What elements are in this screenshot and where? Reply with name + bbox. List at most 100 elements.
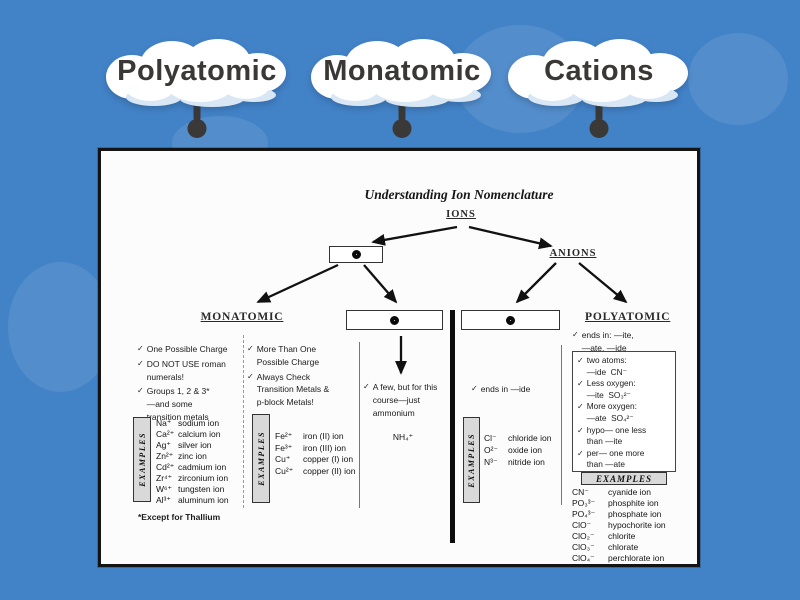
checklist-item: ✓ A few, but for this course—just ammoni… <box>363 382 438 418</box>
ion-name: calcium ion <box>178 429 221 439</box>
draggable-label-cations[interactable]: Cations <box>506 35 692 145</box>
ion-name: copper (I) ion <box>303 454 354 464</box>
checklist-item: ✓ ends in: —ite, —ate, —ide <box>572 330 634 353</box>
polyatomic-rules-box: ✓ two atoms: —ide CN⁻ ✓ Less oxygen: —it… <box>572 351 676 472</box>
example-row: ClO₂⁻ chlorite <box>572 531 676 542</box>
ion-formula: O²⁻ <box>484 445 498 455</box>
example-row: Cu²⁺ copper (II) ion <box>275 466 357 478</box>
checklist-item: ✓ ends in —ide <box>471 384 531 394</box>
ion-name: copper (II) ion <box>303 465 356 476</box>
pin-dot <box>187 119 207 138</box>
label-text: Cations <box>544 54 654 87</box>
checklist-one-charge: ✓ One Possible Charge ✓ DO NOT USE roman… <box>137 343 247 426</box>
ion-name: nitride ion <box>508 457 545 467</box>
check-icon: ✓ <box>577 425 584 435</box>
ion-formula: PO₄³⁻ <box>572 509 596 519</box>
ion-formula: Zr⁴⁺ <box>156 473 173 483</box>
example-row: Na⁺ sodium ion <box>156 418 256 429</box>
example-row: Fe³⁺ iron (III) ion <box>275 443 357 455</box>
pin-stem <box>193 93 201 121</box>
ion-formula: Fe²⁺ <box>275 431 293 441</box>
ion-formula: Cu⁺ <box>275 454 291 464</box>
ion-name: cyanide ion <box>608 487 652 497</box>
example-row: Cd²⁺ cadmium ion <box>156 462 256 473</box>
checklist-ide: ✓ ends in —ide <box>471 383 563 398</box>
ion-name: cadmium ion <box>178 462 227 472</box>
example-row: PO₃³⁻ phosphite ion <box>572 498 676 509</box>
rule-item: ✓ per— one more than —ate <box>577 447 645 470</box>
background-cloud-shape <box>688 33 788 125</box>
examples-list-one-charge: Na⁺ sodium ion Ca²⁺ calcium ion Ag⁺ silv… <box>156 418 256 506</box>
rule-item: ✓ hypo— one less than —ite <box>577 424 647 447</box>
ion-formula: ClO₂⁻ <box>572 531 595 541</box>
examples-label-box: EXAMPLES <box>463 417 480 503</box>
answer-slot-3[interactable] <box>461 310 560 330</box>
checklist-polyatomic: ✓ ends in: —ite, —ate, —ide <box>572 329 672 357</box>
cloud-shape <box>311 39 491 107</box>
draggable-label-polyatomic[interactable]: Polyatomic <box>104 35 290 145</box>
check-icon: ✓ <box>577 448 584 458</box>
check-icon: ✓ <box>247 371 254 381</box>
check-icon: ✓ <box>137 358 144 368</box>
ion-formula: Cu²⁺ <box>275 465 294 476</box>
ion-name: phosphite ion <box>608 498 659 508</box>
ion-formula: Ca²⁺ <box>156 429 175 439</box>
pin-stem <box>398 93 406 121</box>
examples-label-box: EXAMPLES <box>252 414 270 503</box>
check-icon: ✓ <box>577 356 584 365</box>
example-row: Zr⁴⁺ zirconium ion <box>156 473 256 484</box>
example-row: PO₄³⁻ phosphate ion <box>572 509 676 520</box>
ion-formula: Ag⁺ <box>156 440 171 450</box>
examples-label-box: EXAMPLES <box>133 417 151 502</box>
ion-formula: W⁶⁺ <box>156 484 173 494</box>
label-pin <box>392 93 412 138</box>
check-icon: ✓ <box>471 384 478 393</box>
ion-formula: PO₃³⁻ <box>572 498 596 508</box>
checklist-multi-charge: ✓ More Than One Possible Charge ✓ Always… <box>247 343 353 411</box>
node-ions: IONS <box>446 209 476 220</box>
background-cloud-shape <box>8 262 113 392</box>
label-pin <box>589 93 609 138</box>
example-row: Al³⁺ aluminum ion <box>156 495 256 506</box>
draggable-label-monatomic[interactable]: Monatomic <box>309 35 495 145</box>
ion-name: oxide ion <box>508 445 543 455</box>
examples-list-polyatomic: CN⁻ cyanide ion PO₃³⁻ phosphite ion PO₄³… <box>572 487 676 564</box>
checklist-item: ✓ DO NOT USE roman numerals! <box>137 358 226 382</box>
ion-name: iron (III) ion <box>303 442 346 453</box>
footnote: *Except for Thallium <box>138 512 221 522</box>
checklist-item: ✓ Always Check Transition Metals & p-blo… <box>247 371 330 408</box>
ion-name: perchlorate ion <box>608 553 665 563</box>
label-pin <box>187 93 207 138</box>
example-row: Ca²⁺ calcium ion <box>156 429 256 440</box>
ion-name: aluminum ion <box>178 495 229 505</box>
examples-list-ide: Cl⁻ chloride ion O²⁻ oxide ion N³⁻ nitri… <box>484 432 564 468</box>
ion-formula: Zn²⁺ <box>156 451 174 461</box>
node-polyatomic: POLYATOMIC <box>585 311 671 323</box>
example-row: O²⁻ oxide ion <box>484 444 564 456</box>
ion-formula: CN⁻ <box>572 487 589 497</box>
divider-dashed <box>243 335 244 508</box>
example-row: N³⁻ nitride ion <box>484 456 564 468</box>
pin-stem <box>595 93 603 121</box>
checklist-ammonium: ✓ A few, but for this course—just ammoni… <box>363 381 455 421</box>
example-row: Cu⁺ copper (I) ion <box>275 454 357 466</box>
pin-dot <box>589 119 609 138</box>
ion-name: tungsten ion <box>178 484 225 494</box>
ion-formula: ClO₄⁻ <box>572 553 595 563</box>
ion-name: chlorate <box>608 542 639 552</box>
example-row: Ag⁺ silver ion <box>156 440 256 451</box>
node-anions: ANIONS <box>549 248 597 259</box>
ion-name: zirconium ion <box>178 473 229 483</box>
ion-name: chloride ion <box>508 433 552 443</box>
example-row: CN⁻ cyanide ion <box>572 487 676 498</box>
pin-dot <box>392 119 412 138</box>
example-row: Zn²⁺ zinc ion <box>156 451 256 462</box>
rule-item: ✓ Less oxygen: —ite SO₃²⁻ <box>577 378 636 400</box>
divider-thin <box>561 345 562 505</box>
checklist-item: ✓ More Than One Possible Charge <box>247 344 320 367</box>
ion-formula: Cl⁻ <box>484 433 497 443</box>
answer-slot-1[interactable] <box>329 246 383 263</box>
ion-name: silver ion <box>178 440 212 450</box>
answer-slot-2[interactable] <box>346 310 443 330</box>
